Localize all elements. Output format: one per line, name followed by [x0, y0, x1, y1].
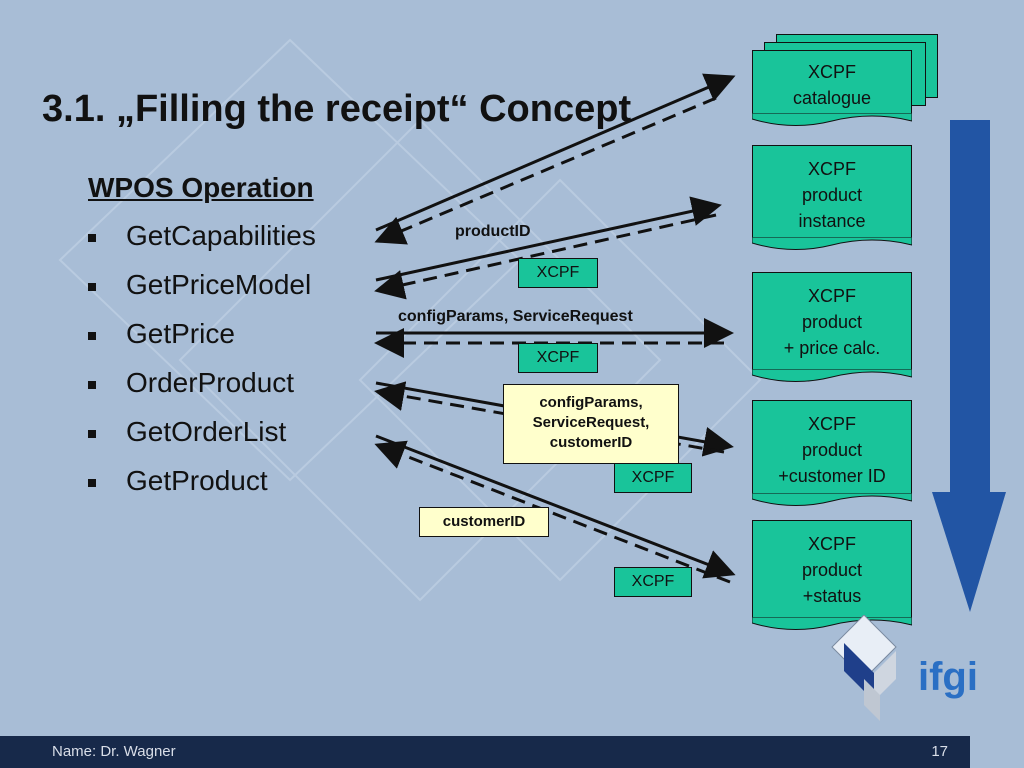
request-arrow: [375, 434, 736, 579]
configparams-label: configParams, ServiceRequest: [398, 308, 633, 325]
footer-author: Name: Dr. Wagner: [52, 743, 176, 760]
document-catalogue: XCPF catalogue: [752, 50, 912, 126]
ifgi-logo-text: ifgi: [918, 655, 978, 699]
response-arrow: [374, 96, 717, 245]
xcpf-tag: XCPF: [518, 258, 598, 288]
request-arrow: [375, 196, 722, 282]
bullet-icon: [88, 234, 96, 242]
document-product-instance: XCPF product instance: [752, 145, 912, 250]
document-wave: [752, 617, 912, 630]
slide-title: 3.1. „Filling the receipt“ Concept: [42, 88, 632, 130]
request-arrow: [375, 73, 736, 232]
operation-item: GetPrice: [88, 318, 316, 367]
bullet-icon: [88, 283, 96, 291]
bullet-icon: [88, 479, 96, 487]
xcpf-tag: XCPF: [518, 343, 598, 373]
ifgi-logo-icon: [831, 615, 897, 721]
response-arrow: [374, 213, 717, 300]
response-arrow: [374, 440, 731, 584]
customerid-note: customerID: [419, 507, 549, 537]
operation-item: GetProduct: [88, 465, 316, 514]
operations-heading: WPOS Operation: [88, 172, 314, 203]
operation-item: GetOrderList: [88, 416, 316, 465]
bullet-icon: [88, 332, 96, 340]
response-arrow: [374, 381, 725, 454]
bullet-icon: [88, 430, 96, 438]
page-number: 17: [931, 743, 948, 760]
operation-item: GetCapabilities: [88, 220, 316, 269]
bullet-icon: [88, 381, 96, 389]
document-price-calc: XCPF product + price calc.: [752, 272, 912, 382]
productid-label: productID: [455, 223, 531, 240]
xcpf-tag: XCPF: [614, 567, 692, 597]
xcpf-tag: XCPF: [614, 463, 692, 493]
operations-list: GetCapabilities GetPriceModel GetPrice O…: [88, 220, 316, 514]
footer-bar: Name: Dr. Wagner 17: [0, 736, 970, 768]
flow-direction-arrow: [932, 120, 1006, 612]
document-wave: [752, 237, 912, 250]
operation-item: GetPriceModel: [88, 269, 316, 318]
document-wave: [752, 493, 912, 506]
document-status: XCPF product +status: [752, 520, 912, 630]
document-wave: [752, 369, 912, 382]
document-customer-id: XCPF product +customer ID: [752, 400, 912, 506]
document-wave: [752, 113, 912, 126]
operation-item: OrderProduct: [88, 367, 316, 416]
order-params-note: configParams, ServiceRequest, customerID: [503, 384, 679, 464]
